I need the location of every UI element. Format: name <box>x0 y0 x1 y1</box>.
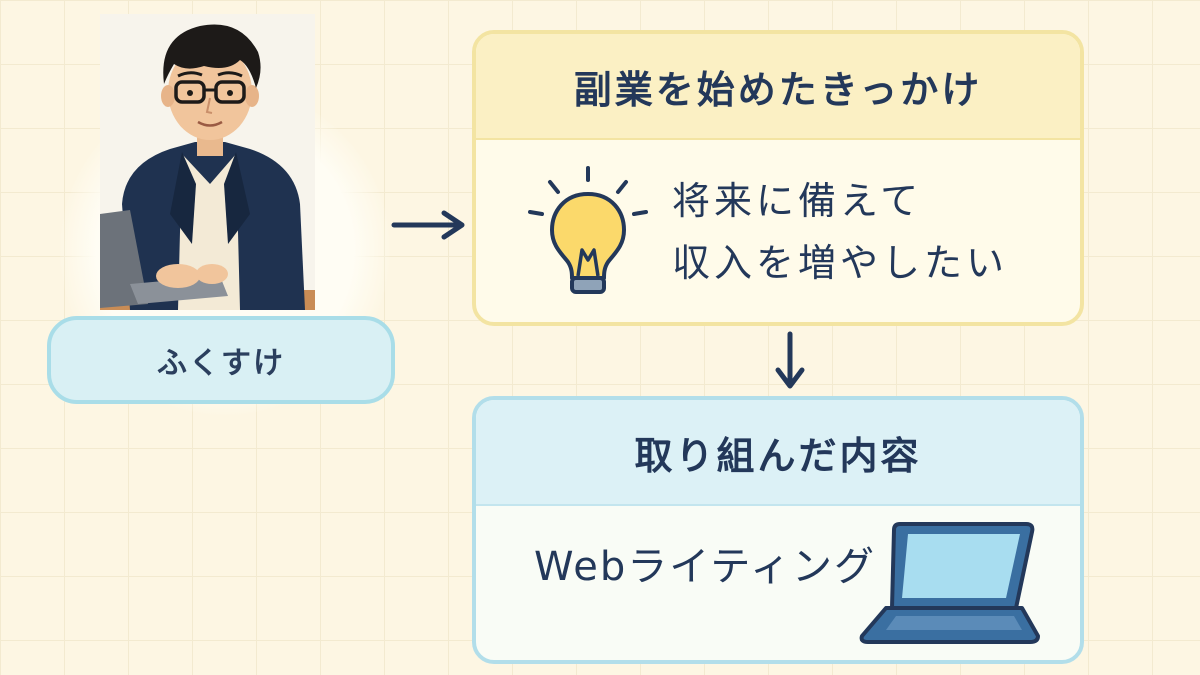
avatar <box>100 14 315 310</box>
motivation-line-2: 収入を増やしたい <box>672 241 1009 285</box>
activity-card: 取り組んだ内容 Webライティング <box>472 396 1084 664</box>
arrow-down-icon <box>775 331 805 389</box>
activity-text: Webライティング <box>534 544 877 590</box>
lightbulb-icon <box>528 166 648 294</box>
laptop-icon <box>859 522 1040 644</box>
activity-card-title: 取り組んだ内容 <box>476 400 1080 506</box>
motivation-text: 将来に備えて 収入を増やしたい <box>672 170 1008 294</box>
person-illustration <box>100 24 315 310</box>
name-label: ふくすけ <box>47 316 395 404</box>
motivation-card-title: 副業を始めたきっかけ <box>476 34 1080 140</box>
arrow-right-icon <box>391 210 465 240</box>
motivation-line-1: 将来に備えて <box>672 179 923 223</box>
motivation-card: 副業を始めたきっかけ 将来に備えて 収入を増やしたい <box>472 30 1084 326</box>
person-name: ふくすけ <box>157 346 285 381</box>
